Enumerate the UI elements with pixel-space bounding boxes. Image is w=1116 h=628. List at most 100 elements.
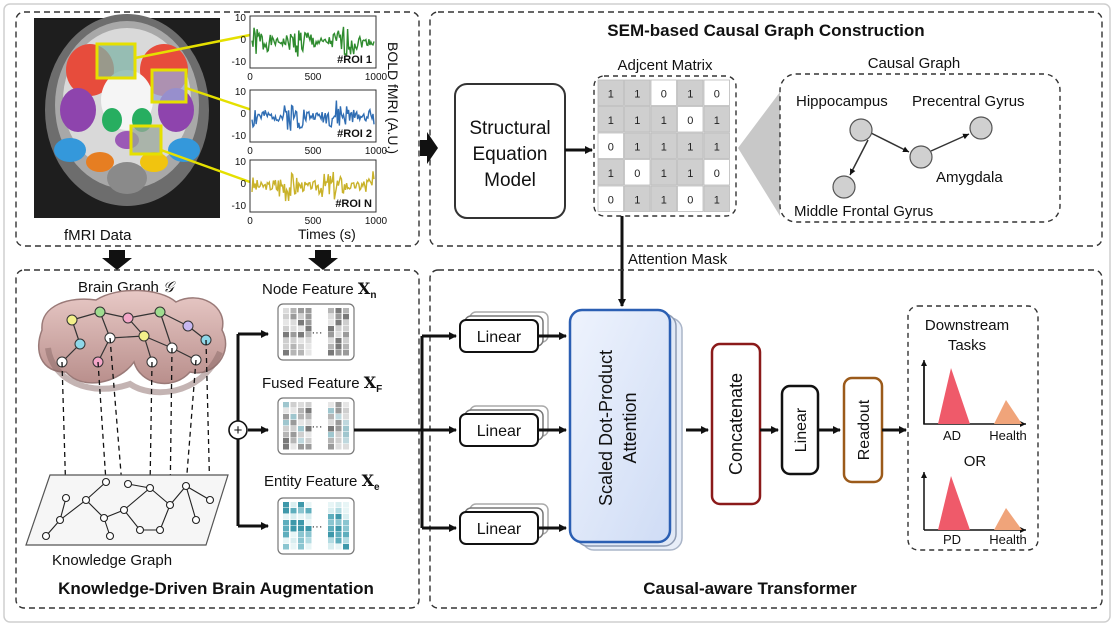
- matrix-cell: [650, 159, 677, 186]
- matrix-cell: [650, 185, 677, 212]
- matrix-cell-value: 1: [634, 194, 640, 206]
- roi-xtick: 1000: [365, 146, 388, 157]
- roi-label: #ROI N: [335, 198, 372, 210]
- pd-peak: [938, 476, 970, 530]
- feature-cell: [305, 438, 312, 444]
- feature-cell: [283, 308, 289, 314]
- feature-cell: [343, 432, 349, 438]
- sem-box-line-3: Model: [484, 170, 536, 191]
- feature-cell: [328, 538, 334, 544]
- feature-cell: [328, 426, 334, 432]
- feature-cell: [298, 544, 304, 550]
- matrix-cell: [624, 106, 651, 133]
- health-peak-2: [994, 508, 1022, 530]
- matrix-cell: [624, 185, 651, 212]
- feature-cell: [290, 414, 297, 420]
- roi-ytick: 0: [240, 109, 246, 120]
- feature-cell: [328, 420, 334, 426]
- matrix-cell-value: 1: [608, 115, 614, 127]
- feature-cell: [305, 326, 312, 332]
- feature-cell: [335, 544, 342, 550]
- feature-cell: [305, 532, 312, 538]
- feature-cell: [328, 502, 334, 508]
- feature-cell: [305, 420, 312, 426]
- feature-cell: [298, 414, 304, 420]
- feature-cell: [335, 438, 342, 444]
- linear-v-label: Linear: [477, 521, 522, 538]
- feature-cell: [335, 444, 342, 450]
- health-peak-1: [994, 400, 1022, 424]
- matrix-title: Adjcent Matrix: [617, 57, 713, 74]
- matrix-cell-value: 1: [661, 194, 667, 206]
- matrix-cell: [624, 159, 651, 186]
- feature-cell: [335, 514, 342, 520]
- feature-cell: [283, 508, 289, 514]
- feature-cell: [335, 314, 342, 320]
- matrix-cell: [677, 159, 704, 186]
- feature-cell: [343, 320, 349, 326]
- feature-cell: [305, 502, 312, 508]
- matrix-cell: [703, 132, 730, 159]
- or-label: OR: [964, 453, 987, 470]
- feature-cell: [335, 326, 342, 332]
- feature-cell: [305, 320, 312, 326]
- feature-cell: [283, 350, 289, 356]
- feature-cell: [283, 514, 289, 520]
- feature-cell: [335, 402, 342, 408]
- attention-block: Scaled Dot-Product Attention: [568, 308, 683, 551]
- feature-cell: [283, 502, 289, 508]
- transformer-panel: [429, 269, 1103, 609]
- roi-label: #ROI 1: [337, 54, 372, 66]
- fmri-panel: [15, 11, 420, 247]
- node-amygdala: [909, 145, 933, 169]
- feature-cell: [298, 314, 304, 320]
- down-arrow-right: [308, 250, 338, 270]
- feature-cell: [328, 514, 334, 520]
- feature-cell: [328, 532, 334, 538]
- sem-box-line-2: Equation: [472, 144, 547, 165]
- region-middle-frontal: Middle Frontal Gyrus: [794, 203, 933, 220]
- transformer-section-title: Causal-aware Transformer: [643, 579, 857, 598]
- feature-cell: [335, 526, 342, 532]
- matrix-cell-value: 1: [661, 168, 667, 180]
- feature-cell: [290, 532, 297, 538]
- feature-cell: [290, 314, 297, 320]
- node-precentral: [969, 116, 993, 140]
- feature-cell: [298, 532, 304, 538]
- feature-cell: [290, 544, 297, 550]
- pd-label: PD: [943, 532, 961, 547]
- feature-cell: [283, 444, 289, 450]
- feature-cell: [328, 408, 334, 414]
- feature-cell: [335, 420, 342, 426]
- feature-cell: [328, 350, 334, 356]
- roi-ytick: 10: [235, 87, 247, 98]
- roi-xtick: 500: [305, 146, 322, 157]
- feature-cell: [290, 432, 297, 438]
- feature-cell: [283, 320, 289, 326]
- feature-cell: [305, 544, 312, 550]
- feature-cell: [283, 538, 289, 544]
- zoom-wedge: [738, 92, 780, 216]
- region-amygdala: Amygdala: [936, 169, 1003, 186]
- matrix-cell-value: 1: [687, 168, 693, 180]
- roi-xtick: 1000: [365, 72, 388, 83]
- feature-cell: [335, 538, 342, 544]
- feature-cell: [298, 320, 304, 326]
- feature-cell: [305, 308, 312, 314]
- roi-xtick: 500: [305, 72, 322, 83]
- roi-signal-line: [251, 26, 375, 57]
- feature-cell: [343, 326, 349, 332]
- feature-cell: [290, 332, 297, 338]
- feature-cell: [305, 332, 312, 338]
- feature-frame: [277, 397, 355, 455]
- feature-cell: [328, 526, 334, 532]
- feature-cell: [305, 344, 312, 350]
- matrix-cell-value: 1: [634, 88, 640, 100]
- feature-cell: [283, 338, 289, 344]
- linear-to-attention-arrows: [538, 332, 567, 532]
- feature-cell: [298, 502, 304, 508]
- feature-cell: [343, 308, 349, 314]
- sem-box-line-1: Structural: [469, 118, 550, 139]
- feature-cell: [305, 508, 312, 514]
